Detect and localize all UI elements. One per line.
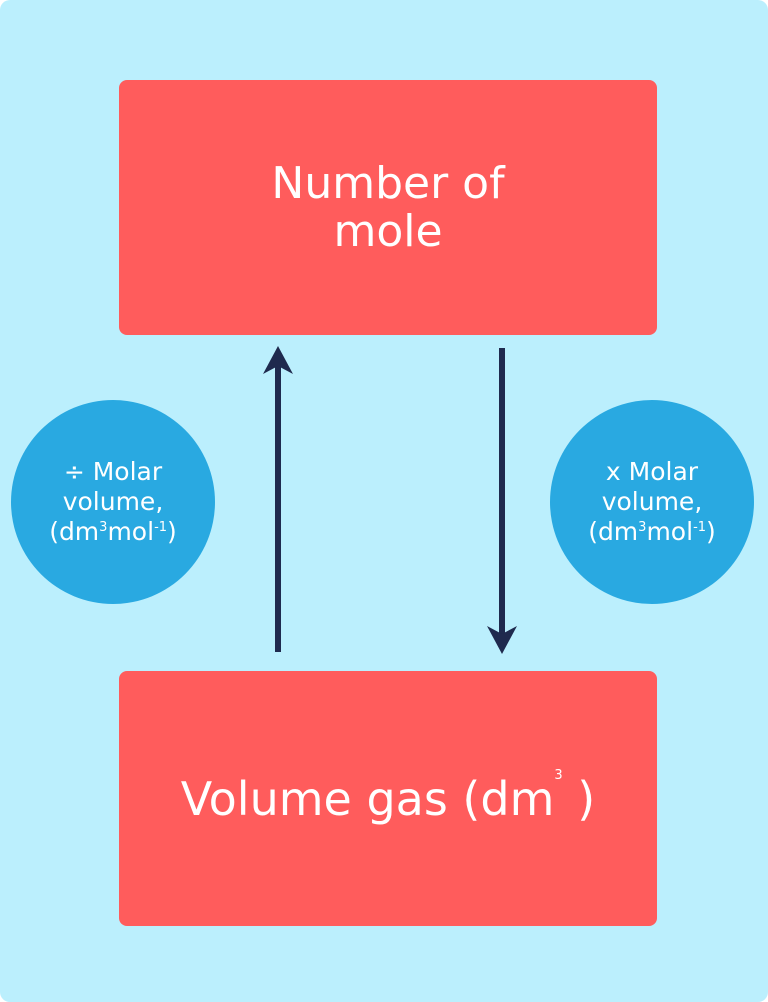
- left-unit-open: (dm: [49, 517, 100, 546]
- right-unit-mid: mol: [646, 517, 694, 546]
- top-box-line1: Number of: [271, 157, 505, 209]
- left-unit-mid: mol: [107, 517, 155, 546]
- bottom-box-label: Volume gas (dm: [180, 771, 555, 826]
- right-circle-line1: x Molar: [605, 457, 699, 486]
- down-arrow-icon: [487, 348, 517, 654]
- left-circle-line2: volume,: [62, 487, 164, 516]
- bottom-box-sup: 3: [554, 767, 563, 783]
- right-sup1: 3: [638, 520, 647, 535]
- multiply-molar-volume-circle: x Molar volume, (dm3mol-1): [550, 400, 754, 604]
- left-sup1: 3: [99, 520, 108, 535]
- divide-molar-volume-circle: ÷ Molar volume, (dm3mol-1): [11, 400, 215, 604]
- right-unit-close: ): [706, 517, 716, 546]
- left-sup2: -1: [154, 520, 168, 535]
- left-unit-close: ): [167, 517, 177, 546]
- right-circle-line2: volume,: [601, 487, 703, 516]
- up-arrow-icon: [263, 346, 293, 652]
- volume-gas-box: Volume gas (dm3 ): [119, 671, 657, 926]
- top-box-line2: mole: [333, 205, 443, 257]
- left-circle-line1: ÷ Molar: [63, 457, 163, 486]
- right-unit-open: (dm: [588, 517, 639, 546]
- bottom-box-close: ): [562, 771, 596, 826]
- right-sup2: -1: [693, 520, 707, 535]
